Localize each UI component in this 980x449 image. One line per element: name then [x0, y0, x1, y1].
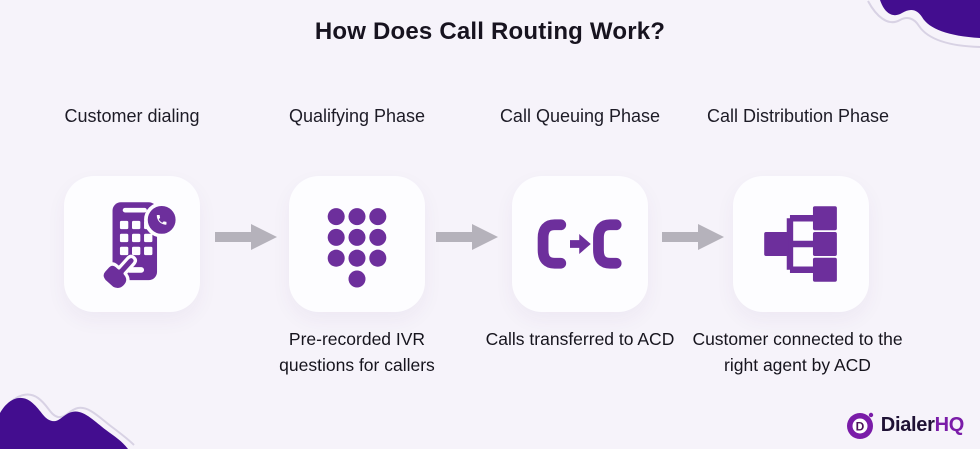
card-qualifying — [289, 176, 425, 312]
phase-label-distribution: Call Distribution Phase — [706, 106, 890, 126]
call-transfer-icon — [537, 219, 622, 269]
ivr-keypad-icon — [327, 208, 387, 288]
hand-pointer-icon — [100, 254, 137, 292]
phase-label-customer-dialing: Customer dialing — [64, 106, 200, 126]
caption-queuing: Calls transferred to ACD — [485, 329, 675, 349]
card-queuing — [512, 176, 648, 312]
dialerhq-logo: D DialerHQ — [846, 411, 964, 440]
phase-label-queuing: Call Queuing Phase — [499, 106, 661, 126]
logo-text-hq: HQ — [934, 414, 965, 436]
phone-dialing-icon — [100, 202, 180, 292]
caption-distribution: Customer connected to the right agent by… — [692, 329, 903, 375]
logo-text-dialer: Dialer — [880, 414, 935, 436]
card-customer-dialing — [64, 176, 200, 312]
phase-label-qualifying: Qualifying Phase — [288, 106, 426, 126]
dialerhq-logo-icon: D — [846, 412, 873, 439]
flow-arrow-2-icon — [436, 224, 498, 250]
svg-text:D: D — [855, 420, 864, 434]
card-distribution — [733, 176, 869, 312]
dialerhq-logo-text: DialerHQ — [880, 414, 965, 437]
call-distribution-icon — [764, 206, 837, 282]
page-title: How Does Call Routing Work? — [314, 18, 666, 45]
caption-qualifying: Pre-recorded IVR questions for callers — [279, 329, 435, 375]
flow-arrow-1-icon — [215, 224, 277, 250]
corner-blob-bottom-left-decoration — [0, 393, 135, 449]
call-badge-icon — [156, 215, 167, 225]
flow-arrow-3-icon — [662, 224, 724, 250]
